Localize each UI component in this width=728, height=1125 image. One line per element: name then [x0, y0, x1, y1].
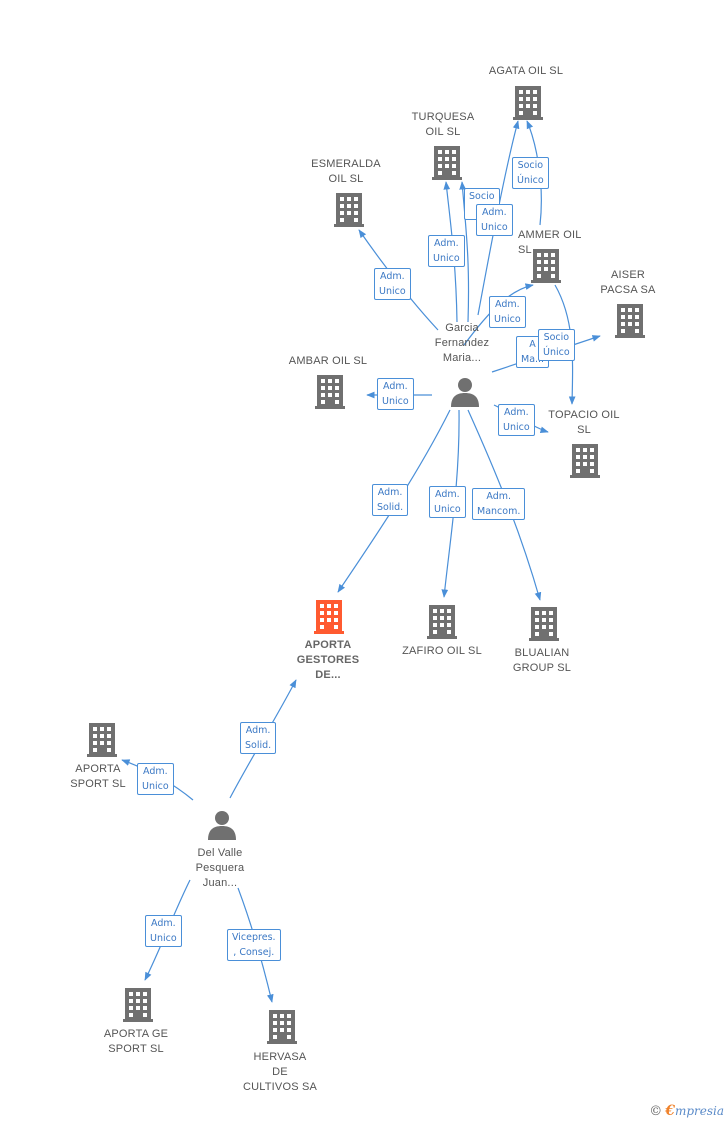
- edge-label-adm-unico-esmeralda: Adm. Unico: [374, 268, 411, 300]
- building-icon-zafiro[interactable]: [427, 605, 457, 639]
- company-label-turquesa[interactable]: TURQUESA OIL SL: [411, 111, 475, 138]
- person-icon-del-valle[interactable]: [207, 810, 237, 840]
- building-icon-agata[interactable]: [513, 86, 543, 120]
- building-icon-ambar[interactable]: [315, 375, 345, 409]
- building-icon-turquesa[interactable]: [432, 146, 462, 180]
- edge-label-adm-solid-del-valle: Adm. Solid.: [240, 722, 277, 754]
- company-label-hervasa[interactable]: HERVASA DE CULTIVOS SA: [242, 1051, 318, 1093]
- company-label-aporta-ge-sport[interactable]: APORTA GE SPORT SL: [103, 1028, 169, 1055]
- company-label-agata[interactable]: AGATA OIL SL: [488, 65, 564, 77]
- edge-label-adm-solid-aporta-gestores: Adm. Solid.: [372, 484, 409, 516]
- edge-label-adm-unico-aporta-ge-sport: Adm. Unico: [145, 915, 182, 947]
- company-label-aporta-sport[interactable]: APORTA SPORT SL: [70, 763, 126, 790]
- person-label-garcia[interactable]: Garcia Fernandez Maria...: [434, 322, 490, 364]
- edge-label-adm-unico-ammer: Adm. Unico: [489, 296, 526, 328]
- edge-socio-turq: [459, 181, 470, 323]
- person-icon-garcia[interactable]: [450, 377, 480, 407]
- company-label-zafiro[interactable]: ZAFIRO OIL SL: [402, 645, 482, 657]
- company-label-topacio[interactable]: TOPACIO OIL SL: [548, 409, 620, 436]
- brand-name: mpresia: [674, 1104, 724, 1118]
- building-icon-esmeralda[interactable]: [334, 193, 364, 227]
- edge-label-adm-unico-turquesa: Adm. Unico: [428, 235, 465, 267]
- company-label-aporta-gestores[interactable]: APORTA GESTORES DE...: [296, 639, 360, 681]
- company-label-aiser[interactable]: AISER PACSA SA: [600, 269, 656, 296]
- building-icon-topacio[interactable]: [570, 444, 600, 478]
- edge-label-adm-unico-aporta-sport: Adm. Unico: [137, 763, 174, 795]
- edge-label-adm-mancom-blualian: Adm. Mancom.: [472, 488, 526, 520]
- brand-initial: €: [665, 1103, 675, 1119]
- edge-label-socio-unico-topacio: Socio Único: [538, 329, 575, 361]
- person-label-del-valle[interactable]: Del Valle Pesquera Juan...: [195, 847, 245, 889]
- company-label-blualian[interactable]: BLUALIAN GROUP SL: [512, 647, 572, 674]
- building-icon-aporta-gestores[interactable]: [314, 600, 344, 634]
- edge-label-adm-unico-topacio: Adm. Unico: [498, 404, 535, 436]
- copyright-symbol: ©: [649, 1104, 663, 1119]
- building-icon-aporta-sport[interactable]: [87, 723, 117, 757]
- building-icon-aporta-ge-sport[interactable]: [123, 988, 153, 1022]
- edge-label-adm-unico-zafiro: Adm. Unico: [429, 486, 466, 518]
- company-label-ammer[interactable]: AMMER OIL SL: [518, 229, 582, 256]
- edge-label-adm-unico-agata: Adm. Unico: [476, 204, 513, 236]
- building-icon-blualian[interactable]: [529, 607, 559, 641]
- edge-label-socio-unico-agata: Socio Único: [512, 157, 549, 189]
- building-icon-aiser[interactable]: [615, 304, 645, 338]
- company-label-ambar[interactable]: AMBAR OIL SL: [288, 355, 368, 367]
- company-label-esmeralda[interactable]: ESMERALDA OIL SL: [311, 158, 381, 185]
- empresia-brand: ©€mpresia: [649, 1103, 724, 1119]
- edge-label-adm-unico-ambar: Adm. Unico: [377, 378, 414, 410]
- edge-label-vicepres-hervasa: Vicepres. , Consej.: [227, 929, 281, 961]
- building-icon-hervasa[interactable]: [267, 1010, 297, 1044]
